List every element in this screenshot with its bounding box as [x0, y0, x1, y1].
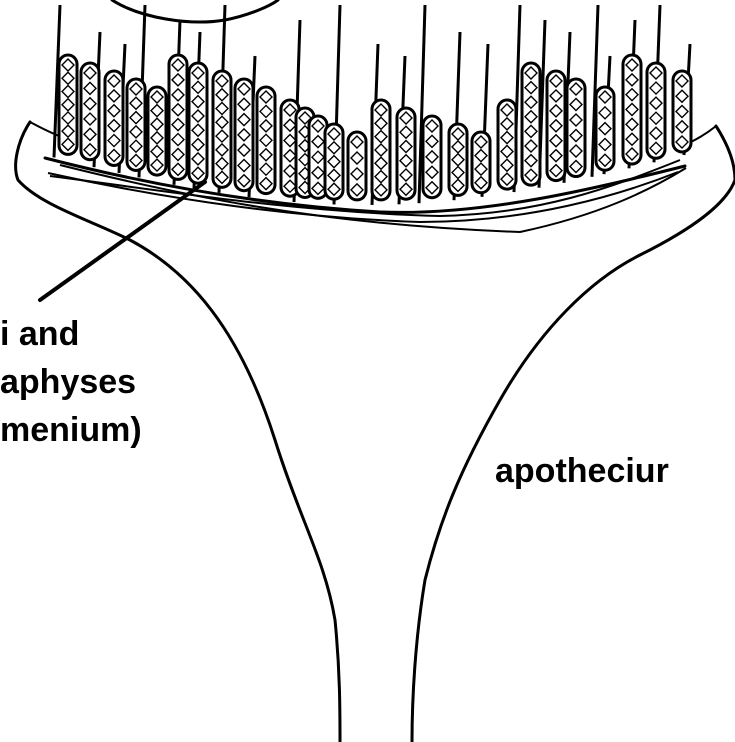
- ascus: [423, 116, 441, 198]
- ascus: [623, 55, 641, 164]
- ascus: [647, 63, 665, 158]
- ascus: [498, 100, 516, 189]
- ascus: [148, 87, 166, 175]
- ascus: [547, 71, 565, 181]
- hymenium-label-line3: menium): [0, 411, 142, 449]
- ascus: [81, 63, 99, 160]
- ascus: [348, 132, 366, 200]
- ascus: [567, 79, 585, 177]
- ascus: [213, 71, 231, 187]
- ascus: [397, 108, 415, 199]
- ascus: [257, 87, 275, 194]
- hymenium-layer: [54, 5, 691, 205]
- ascus: [169, 55, 187, 179]
- ascus: [127, 79, 145, 170]
- apothecium-label: apotheciur: [495, 452, 669, 490]
- ascus: [522, 63, 540, 185]
- pointer-line: [40, 182, 205, 300]
- hymenium-label-line1: i and: [0, 315, 79, 353]
- ascus: [189, 63, 207, 183]
- ascus: [449, 124, 467, 195]
- ascus: [372, 100, 390, 200]
- hymenium-label-line2: aphyses: [0, 363, 136, 401]
- ascus: [325, 124, 343, 199]
- ascus: [59, 55, 77, 154]
- ascus: [472, 132, 490, 193]
- ascus: [235, 79, 253, 191]
- top-structure-arc: [112, 0, 278, 22]
- ascus: [596, 87, 614, 170]
- ascus: [673, 71, 691, 152]
- ascus: [105, 71, 123, 165]
